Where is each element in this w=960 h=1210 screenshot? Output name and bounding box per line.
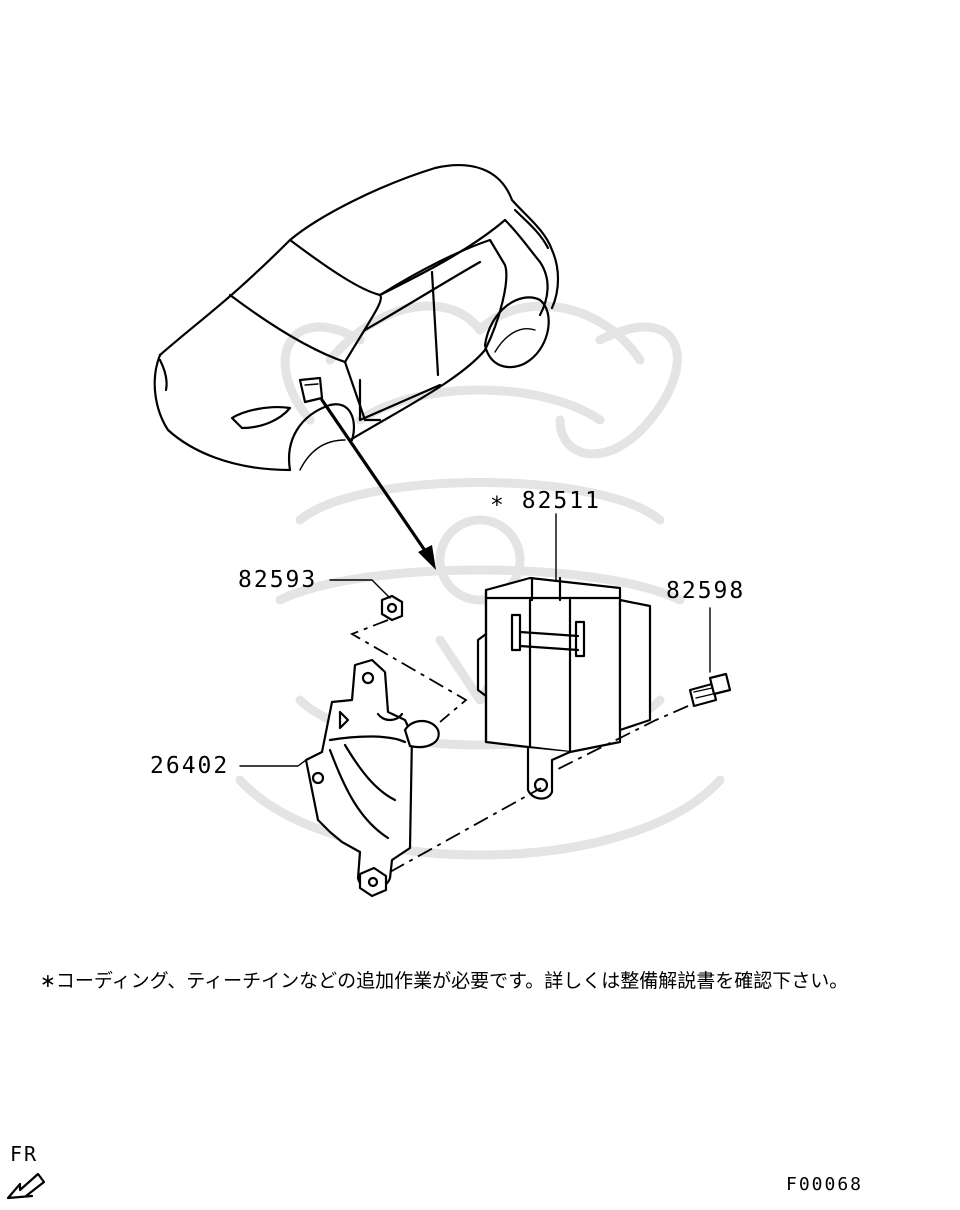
bolt-drawing: [688, 672, 732, 708]
figure-code: F00068: [786, 1174, 864, 1195]
ecu-part-number: ∗ 82511: [490, 490, 601, 513]
watermark-emblem: [235, 301, 725, 860]
service-note: ∗コーディング、ティーチインなどの追加作業が必要です。詳しくは整備解説書を確認下…: [40, 970, 849, 992]
location-arrow: [320, 398, 436, 570]
nut-drawing: [380, 594, 404, 622]
assembly-lines: [349, 619, 689, 873]
asterisk-marker: ∗: [490, 488, 506, 514]
leader-lines: [239, 513, 711, 767]
front-arrow-icon: [6, 1172, 46, 1200]
bolt-part-number: 82598: [666, 578, 746, 604]
ecu-module-drawing: [476, 576, 652, 800]
orientation-label: FR: [10, 1142, 39, 1166]
bracket-drawing: [304, 658, 440, 898]
nut-part-number: 82593: [238, 567, 318, 593]
bracket-part-number: 26402: [150, 753, 230, 779]
vehicle-outline: [153, 164, 560, 472]
ecu-part-number-text: 82511: [521, 488, 601, 514]
